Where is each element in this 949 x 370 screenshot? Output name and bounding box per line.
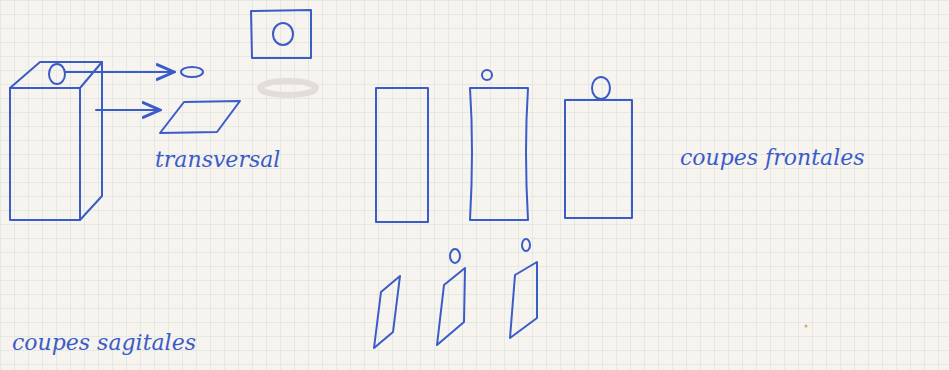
frontal-section bbox=[565, 77, 632, 218]
arrow bbox=[96, 109, 158, 111]
top-view bbox=[251, 10, 311, 58]
ink-speck bbox=[805, 325, 808, 328]
sagittal-section bbox=[437, 249, 465, 345]
section-label: coupes sagitales bbox=[12, 331, 196, 355]
frontal-section bbox=[376, 88, 428, 222]
sagittal-section bbox=[510, 239, 537, 338]
smudge bbox=[260, 81, 316, 95]
block-figure bbox=[10, 62, 102, 220]
transverse-section bbox=[160, 101, 240, 133]
sagittal-section bbox=[374, 276, 400, 348]
section-label: coupes frontales bbox=[680, 146, 865, 170]
frontal-section bbox=[470, 70, 528, 220]
section-ellipse bbox=[181, 67, 203, 77]
arrow bbox=[66, 71, 172, 73]
section-label: transversal bbox=[155, 148, 280, 172]
